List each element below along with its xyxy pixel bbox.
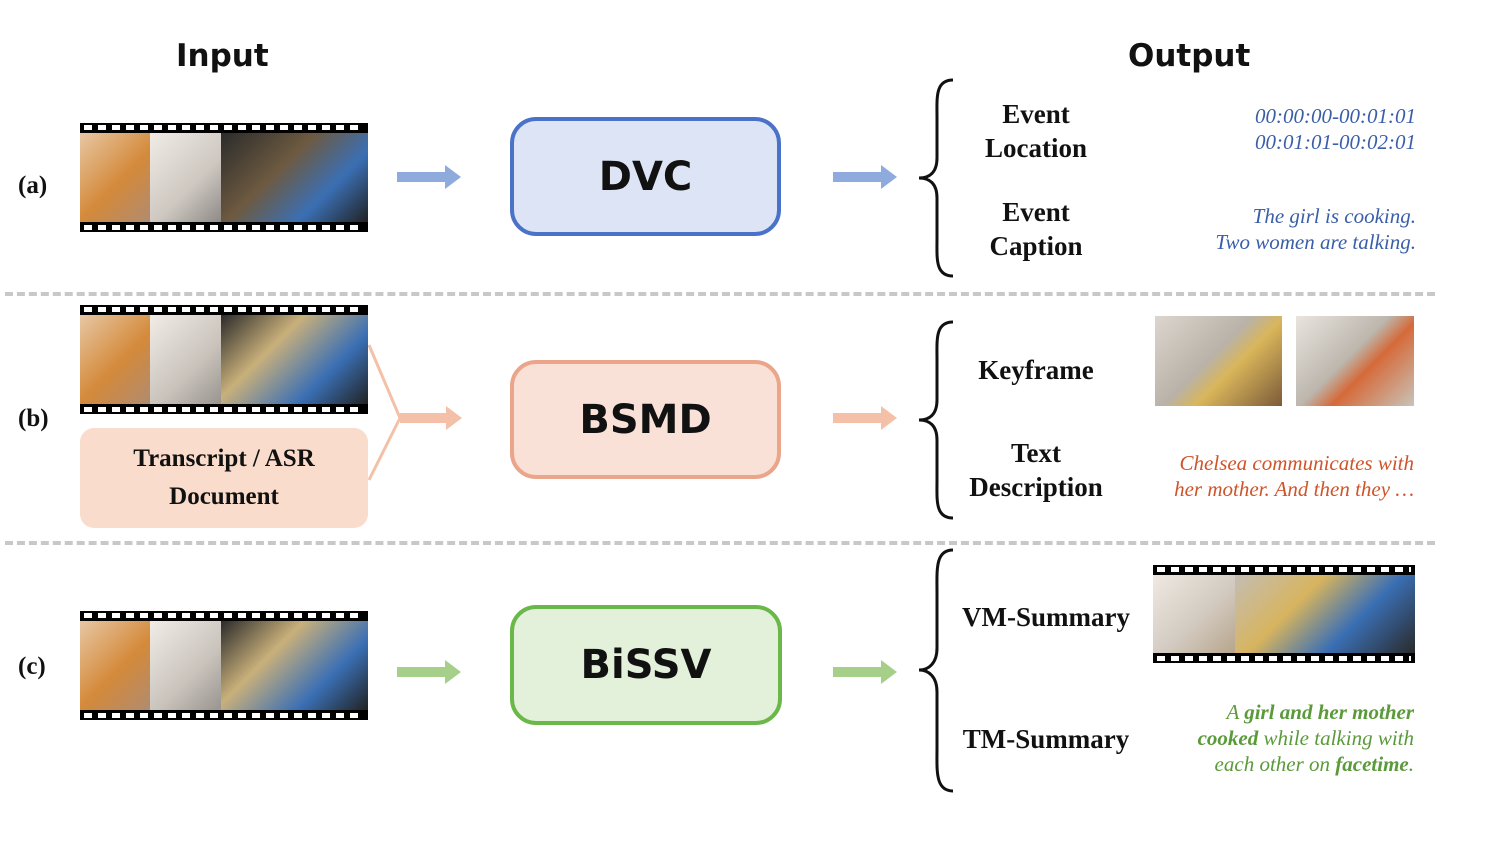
input-arrow-a [397, 165, 461, 189]
event-location-label: Event Location [984, 99, 1087, 163]
input-video-filmstrip [80, 123, 369, 232]
vm-summary-filmstrip [1153, 565, 1415, 663]
bsmd-model-box: BSMD [510, 360, 781, 479]
row-label-a: (a) [18, 172, 48, 199]
row-label-b: (b) [18, 405, 49, 432]
row-separator [5, 292, 1435, 296]
keyframe-image-1 [1155, 316, 1282, 406]
output-arrow-a [833, 165, 897, 189]
input-header: Input [176, 38, 269, 74]
row-separator [5, 541, 1435, 545]
transcript-input-box: Transcript / ASR Document [80, 428, 368, 528]
dvc-model-box: DVC [510, 117, 781, 236]
bissv-model-box: BiSSV [510, 605, 782, 725]
output-header: Output [1128, 38, 1251, 74]
output-brace-a [918, 78, 954, 278]
output-brace-b [918, 320, 954, 520]
input-video-filmstrip [80, 611, 369, 720]
output-brace-c [918, 548, 954, 793]
output-arrow-c [833, 660, 897, 684]
output-arrow-b [833, 406, 897, 430]
input-video-filmstrip [80, 305, 369, 414]
event-caption-text: The girl is cooking. Two women are talki… [1215, 204, 1416, 254]
input-arrow-c [397, 660, 461, 684]
keyframe-label: Keyframe [978, 355, 1094, 385]
keyframe-image-2 [1296, 316, 1414, 406]
row-label-c: (c) [18, 653, 46, 680]
tm-summary-label: TM-Summary [962, 724, 1130, 754]
merge-arrow-b [368, 344, 462, 481]
text-description-label: Text Description [969, 438, 1103, 502]
text-description-text: Chelsea communicates with her mother. An… [1174, 451, 1414, 501]
event-caption-label: Event Caption [989, 197, 1083, 261]
event-location-text: 00:00:00-00:01:01 00:01:01-00:02:01 [1255, 104, 1416, 154]
tm-summary-text: A girl and her mother cooked while talki… [1197, 700, 1414, 776]
vm-summary-label: VM-Summary [962, 602, 1130, 632]
